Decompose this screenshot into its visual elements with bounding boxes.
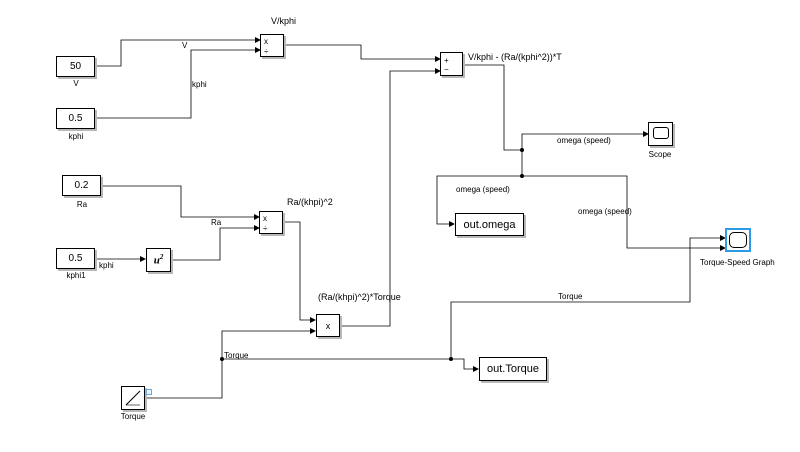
signal-label-omega-right[interactable]: omega (speed)	[578, 207, 632, 216]
block-name-v: V	[73, 79, 79, 88]
signal-label-v[interactable]: V	[182, 41, 188, 50]
divide2-port-divide: ÷	[263, 224, 268, 233]
signal-label-omega-left[interactable]: omega (speed)	[456, 185, 510, 194]
sum-port-minus: −	[444, 65, 449, 74]
junction-omega	[520, 148, 524, 152]
signal-line-v	[95, 37, 261, 67]
constant-block-v[interactable]: 50	[56, 56, 95, 77]
block-title-ra-khpi: Ra/(khpi)^2	[287, 197, 333, 207]
divide2-port-multiply: x	[263, 214, 267, 223]
square-block[interactable]: u2	[146, 248, 171, 272]
xy-graph-screen-icon	[729, 232, 747, 248]
constant-block-ra[interactable]: 0.2	[62, 175, 101, 196]
constant-value-ra: 0.2	[74, 180, 89, 191]
divide-port-multiply: x	[264, 37, 268, 46]
signal-label-torque-top[interactable]: Torque	[558, 292, 583, 301]
signal-label-torque-left[interactable]: Torque	[224, 351, 249, 360]
ramp-block[interactable]	[121, 386, 145, 410]
signal-line-torque-ramp	[145, 359, 223, 399]
junction-torque	[220, 357, 224, 361]
signal-label-ra[interactable]: Ra	[211, 218, 222, 227]
block-name-kphi: kphi	[68, 132, 84, 141]
junction-omega-2	[520, 174, 524, 178]
ramp-icon	[125, 390, 141, 406]
signal-label-kphi[interactable]: kphi	[192, 80, 207, 89]
block-name-ra: Ra	[76, 200, 88, 209]
signal-line-kphi	[95, 47, 261, 119]
signal-line-square	[171, 225, 260, 261]
product-symbol: x	[325, 320, 331, 331]
constant-block-kphi1[interactable]: 0.5	[56, 248, 95, 269]
constant-value-kphi: 0.5	[68, 113, 83, 124]
junction-torque-2	[449, 357, 453, 361]
to-workspace-torque[interactable]: out.Torque	[479, 357, 547, 381]
block-title-vkphi: V/kphi	[271, 16, 297, 26]
square-symbol: u	[153, 254, 160, 267]
block-name-ramp: Torque	[120, 412, 146, 421]
signal-line-torque-graph	[450, 235, 726, 359]
to-workspace-torque-label: out.Torque	[487, 363, 539, 375]
signal-label-kphi1[interactable]: kphi	[99, 261, 114, 270]
divide-block-ra-khpi[interactable]: x ÷	[259, 211, 283, 234]
scope-block[interactable]	[648, 122, 673, 146]
block-name-tsg: Torque-Speed Graph	[700, 258, 775, 267]
block-title-sum: V/kphi - (Ra/(kphi^2))*T	[468, 52, 562, 62]
divide-port-divide: ÷	[264, 47, 269, 56]
constant-value-v: 50	[69, 61, 82, 72]
signal-line-omega-left	[436, 175, 522, 227]
signal-line-ra	[101, 185, 260, 220]
signal-line-torque-out	[451, 358, 479, 372]
constant-value-kphi1: 0.5	[68, 253, 83, 264]
signal-label-omega-top[interactable]: omega (speed)	[557, 136, 611, 145]
scope-screen-icon	[653, 127, 669, 139]
signal-line-torque-up	[221, 328, 316, 359]
sum-port-plus: +	[444, 56, 449, 65]
block-title-product: (Ra/(khpi)^2)*Torque	[318, 292, 401, 302]
signal-line-omega	[463, 64, 649, 151]
to-workspace-omega-label: out.omega	[463, 218, 516, 231]
block-name-kphi1: kphi1	[66, 271, 86, 280]
block-name-scope: Scope	[648, 150, 672, 159]
to-workspace-omega[interactable]: out.omega	[455, 213, 524, 236]
square-exponent: 2	[159, 253, 164, 262]
sum-block[interactable]: + −	[440, 52, 463, 76]
product-block[interactable]: x	[316, 314, 340, 337]
signal-line-product	[340, 68, 441, 327]
signal-line-omega-right	[522, 175, 726, 251]
divide-block-vkphi[interactable]: x ÷	[260, 34, 284, 57]
signal-line-vkphi	[284, 44, 441, 62]
xy-graph-block[interactable]	[725, 228, 751, 252]
signal-line-ra-khpi	[283, 221, 316, 323]
constant-block-kphi[interactable]: 0.5	[56, 108, 95, 129]
ramp-port-marker-icon[interactable]	[146, 389, 152, 395]
